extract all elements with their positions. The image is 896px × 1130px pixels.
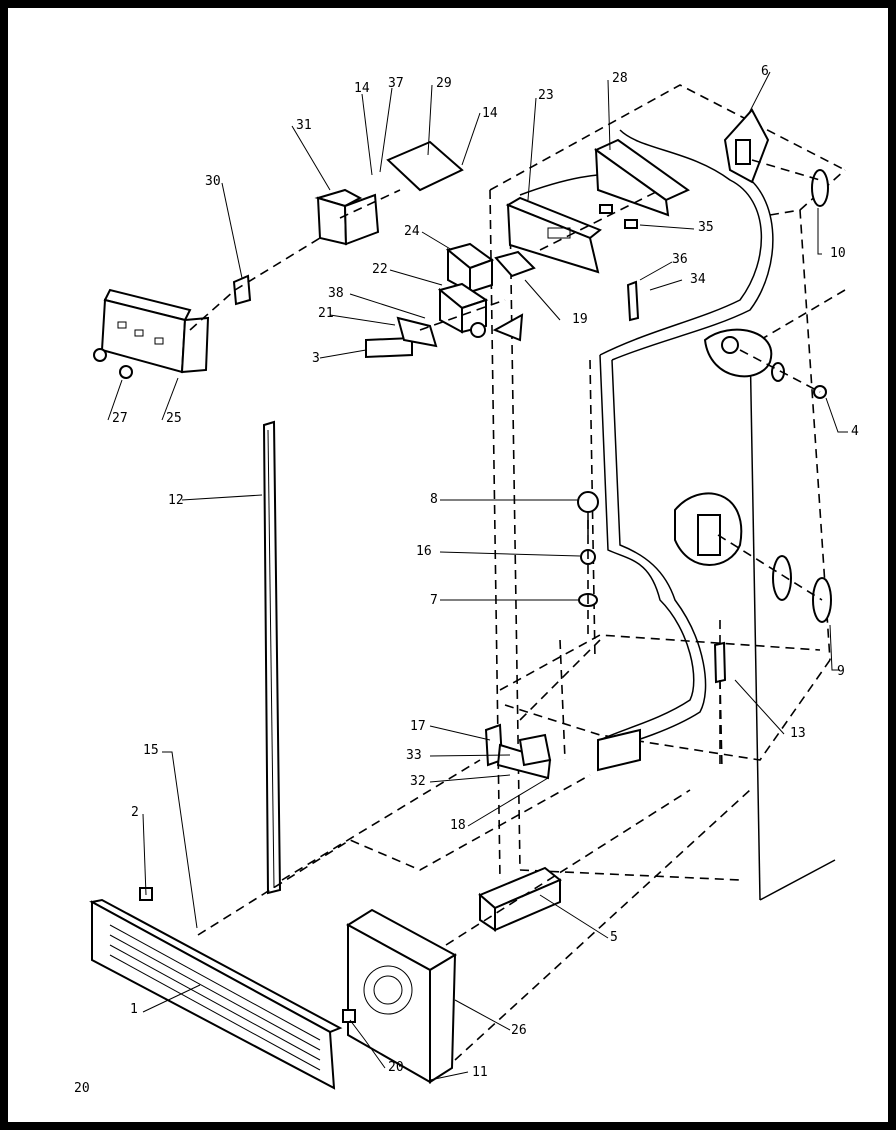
part-35-36	[599, 204, 640, 322]
callout-label: 3	[312, 351, 320, 366]
callout-label: 30	[205, 174, 221, 189]
callout-label: 1	[130, 1002, 138, 1017]
part-28-board	[594, 138, 690, 217]
parts-17-32-33	[484, 723, 552, 780]
part-30-bracket	[232, 274, 252, 306]
part-13	[713, 641, 727, 684]
callout-label: 22	[372, 262, 388, 277]
callout-label: 26	[511, 1023, 527, 1038]
callout-label: 15	[143, 743, 159, 758]
callout-label: 2	[131, 805, 139, 820]
callout-label: 36	[672, 252, 688, 267]
callout-label: 35	[698, 220, 714, 235]
part-6-socket	[723, 108, 770, 184]
part-12-strip	[262, 420, 282, 895]
callout-label: 37	[388, 76, 404, 91]
part-23-duct	[505, 196, 602, 274]
callout-label: 18	[450, 818, 466, 833]
callout-label: 27	[112, 411, 128, 426]
callout-label: 19	[572, 312, 588, 327]
callout-label: 9	[837, 664, 845, 679]
callout-label: 8	[430, 492, 438, 507]
callout-label: 17	[410, 719, 426, 734]
callout-label: 11	[472, 1065, 488, 1080]
callout-label: 5	[610, 930, 618, 945]
callout-label: 6	[761, 64, 769, 79]
switch-fixture	[674, 492, 832, 623]
callout-label: 13	[790, 726, 806, 741]
leader-lines	[107, 71, 848, 1081]
callout-label: 7	[430, 593, 438, 608]
part-10	[811, 169, 829, 207]
callout-label: 24	[404, 224, 420, 239]
callout-label: 38	[328, 286, 344, 301]
callout-label: 29	[436, 76, 452, 91]
callout-label: 33	[406, 748, 422, 763]
callout-label: 31	[296, 118, 312, 133]
part-1-grille	[89, 887, 343, 1090]
callout-label: 10	[830, 246, 846, 261]
part-22-24-blocks	[437, 242, 536, 338]
part-31-housing	[314, 188, 380, 246]
tubing	[519, 129, 774, 772]
callout-label: 21	[318, 306, 334, 321]
callout-label: 14	[482, 106, 498, 121]
part-25-control-panel	[100, 288, 210, 374]
callout-label: 34	[690, 272, 706, 287]
page-number: 20	[74, 1081, 90, 1096]
part-5-block	[478, 866, 562, 932]
callout-label: 28	[612, 71, 628, 86]
callout-label: 4	[851, 424, 859, 439]
callout-label: 23	[538, 88, 554, 103]
part-27-knobs	[93, 348, 133, 379]
part-20	[342, 1009, 356, 1023]
assembly-lines	[189, 159, 823, 1061]
part-3-21	[365, 313, 524, 359]
callout-label: 32	[410, 774, 426, 789]
callout-label: 20	[388, 1060, 404, 1075]
callout-label: 14	[354, 81, 370, 96]
part-29-bracket	[386, 140, 464, 192]
callout-label: 25	[166, 411, 182, 426]
light-fixture	[703, 328, 827, 399]
callout-label: 16	[416, 544, 432, 559]
part-26-fan-shroud	[346, 908, 458, 1084]
callout-label: 12	[168, 493, 184, 508]
